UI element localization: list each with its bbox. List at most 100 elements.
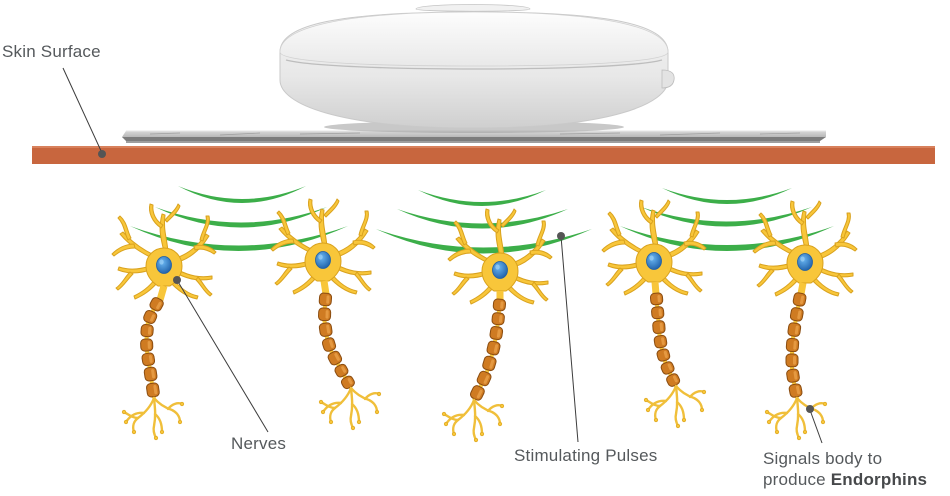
myelin-segment xyxy=(491,312,505,326)
leader-line-endorphins xyxy=(809,409,823,444)
neuron-icon xyxy=(111,203,217,301)
myelin-highlight xyxy=(326,295,330,304)
myelin-segment xyxy=(788,383,803,398)
myelin-segment xyxy=(786,368,800,383)
axon-terminal xyxy=(120,396,186,441)
nerves-label: Nerves xyxy=(231,434,287,453)
myelin-highlight xyxy=(793,340,797,350)
myelin-highlight xyxy=(659,322,664,332)
myelin-highlight xyxy=(329,339,334,348)
myelin-segment xyxy=(785,353,799,368)
myelin-segment xyxy=(489,326,504,341)
leader-lines xyxy=(62,67,823,444)
myelin-highlight xyxy=(325,310,329,319)
myelin-segment xyxy=(476,370,492,387)
myelin-segment xyxy=(666,373,681,387)
axon-terminal xyxy=(764,396,828,441)
myelin-segment xyxy=(469,385,485,401)
neuron-icon xyxy=(752,200,858,297)
stimulating-pulses-label: Stimulating Pulses xyxy=(514,446,658,465)
axon xyxy=(318,291,355,390)
leader-line-skin xyxy=(62,67,103,154)
axon xyxy=(140,297,164,399)
axon xyxy=(785,291,807,399)
axons xyxy=(140,291,807,401)
leader-line-nerves xyxy=(176,279,269,433)
skin-surface-label: Skin Surface xyxy=(2,42,101,61)
myelin-highlight xyxy=(657,294,661,303)
endorphins-label-line1: Signals body to xyxy=(763,449,883,468)
myelin-highlight xyxy=(496,329,501,338)
endorphins-label-bold: Endorphins xyxy=(830,470,928,489)
endorphins-label-line2: produce Endorphins xyxy=(763,469,927,490)
myelin-highlight xyxy=(796,385,801,395)
myelin-segment xyxy=(660,361,675,375)
skin-layer xyxy=(32,146,935,164)
myelin-segment xyxy=(649,292,664,306)
myelin-highlight xyxy=(156,301,162,310)
myelin-segment xyxy=(141,352,156,367)
myelin-segment xyxy=(792,292,807,307)
myelin-highlight xyxy=(672,375,678,383)
myelin-segment xyxy=(318,322,333,337)
myelin-highlight xyxy=(500,301,504,309)
neuron-icon xyxy=(270,198,376,295)
axon xyxy=(469,297,507,401)
axon-terminal xyxy=(318,386,382,431)
myelin-segment xyxy=(143,309,158,324)
myelin-highlight xyxy=(793,371,798,380)
myelin-segment xyxy=(482,355,497,372)
leader-line-pulses xyxy=(560,235,579,443)
myelin-highlight xyxy=(493,344,499,353)
myelin-segment xyxy=(787,322,802,337)
myelin-highlight xyxy=(341,366,347,373)
axon xyxy=(649,291,681,387)
myelin-highlight xyxy=(498,315,503,323)
myelin-highlight xyxy=(153,384,158,395)
myelin-highlight xyxy=(793,355,796,365)
leader-dots xyxy=(98,150,814,413)
myelin-highlight xyxy=(661,337,665,346)
myelin-highlight xyxy=(483,375,490,384)
myelin-segment xyxy=(652,320,666,334)
myelin-segment xyxy=(140,338,154,352)
endorphins-label: Signals body to produce Endorphins xyxy=(763,448,927,490)
myelin-segment xyxy=(651,306,665,320)
myelin-segment xyxy=(486,340,501,356)
myelin-highlight xyxy=(794,325,799,335)
myelin-highlight xyxy=(667,363,673,371)
myelin-highlight xyxy=(148,354,153,363)
tens-device-unit xyxy=(279,4,675,133)
neuron-icon xyxy=(601,199,707,296)
myelin-highlight xyxy=(663,350,668,359)
axon-terminal xyxy=(441,398,505,443)
myelin-highlight xyxy=(489,359,495,369)
myelin-highlight xyxy=(658,308,662,317)
myelin-highlight xyxy=(326,324,331,334)
myelin-segment xyxy=(492,298,507,312)
myelin-segment xyxy=(318,307,332,322)
myelin-highlight xyxy=(151,369,156,379)
endorphins-label-prefix: produce xyxy=(763,470,831,489)
myelin-highlight xyxy=(797,310,802,320)
myelin-highlight xyxy=(347,377,353,385)
myelin-segment xyxy=(146,382,160,398)
myelin-highlight xyxy=(147,341,151,349)
axon-terminal xyxy=(643,384,707,429)
myelin-segment xyxy=(321,337,337,352)
myelin-segment xyxy=(789,307,804,322)
myelin-segment xyxy=(318,292,333,307)
myelin-highlight xyxy=(476,389,483,399)
myelin-segment xyxy=(334,363,349,378)
myelin-segment xyxy=(785,337,800,353)
myelin-segment xyxy=(327,350,343,366)
myelin-segment xyxy=(653,334,668,349)
myelin-segment xyxy=(656,348,671,362)
myelin-highlight xyxy=(150,314,155,322)
myelin-highlight xyxy=(800,295,805,305)
myelin-segment xyxy=(143,366,158,382)
myelin-highlight xyxy=(334,353,340,361)
myelin-highlight xyxy=(147,326,152,335)
